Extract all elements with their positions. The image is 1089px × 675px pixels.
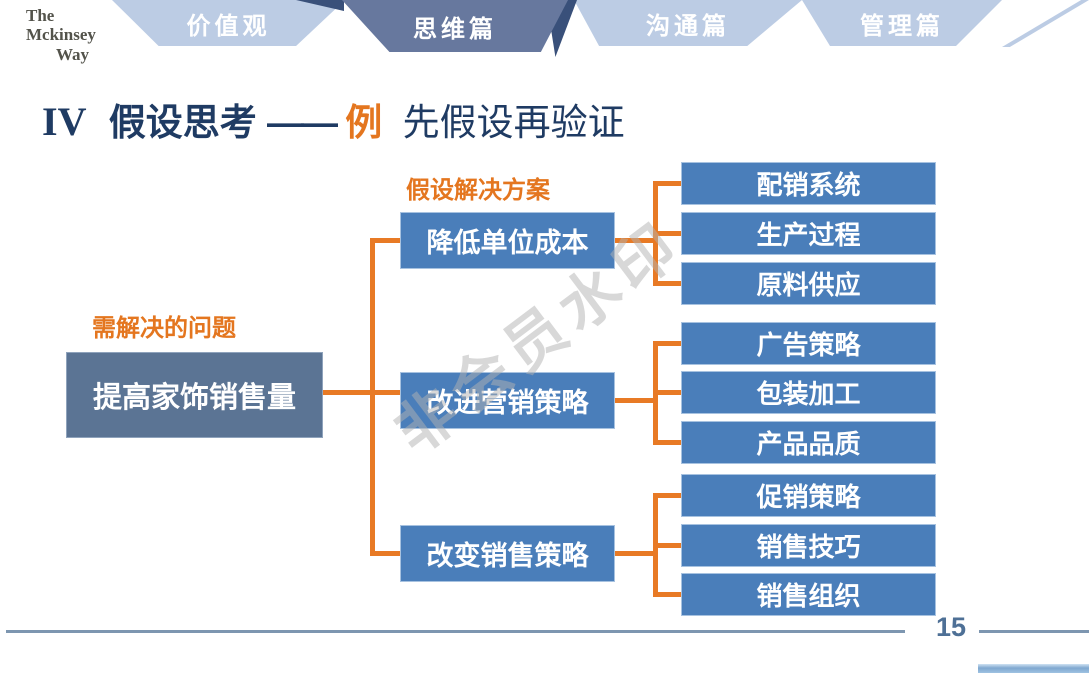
brand-line-2: Mckinsey bbox=[26, 25, 96, 45]
branch-box-improve-marketing: 改进营销策略 bbox=[400, 372, 615, 429]
connector-line bbox=[370, 238, 375, 556]
connector-line bbox=[653, 592, 683, 597]
problem-label: 需解决的问题 bbox=[92, 315, 236, 342]
connector-line bbox=[653, 440, 683, 445]
connector-line bbox=[613, 551, 658, 556]
brand-logo: The Mckinsey Way bbox=[26, 6, 146, 64]
connector-line bbox=[613, 398, 658, 403]
tab-communication-label: 沟通篇 bbox=[646, 12, 730, 40]
corner-accent-bar bbox=[978, 664, 1089, 673]
tab-ghost-outline bbox=[1002, 0, 1089, 47]
branch-box-reduce-unit-cost: 降低单位成本 bbox=[400, 212, 615, 269]
tab-management[interactable]: 管理篇 bbox=[802, 0, 1002, 46]
tab-values[interactable]: 价值观 bbox=[112, 0, 345, 46]
tab-thinking-active[interactable]: 思维篇 bbox=[342, 0, 568, 52]
brand-line-3: Way bbox=[56, 44, 90, 64]
child-box: 配销系统 bbox=[681, 162, 936, 205]
tab-communication[interactable]: 沟通篇 bbox=[574, 0, 802, 46]
child-box: 生产过程 bbox=[681, 212, 936, 255]
footer-rule-left bbox=[6, 630, 905, 633]
child-box: 产品品质 bbox=[681, 421, 936, 464]
child-box: 广告策略 bbox=[681, 322, 936, 365]
connector-line bbox=[370, 238, 402, 243]
connector-line bbox=[321, 390, 402, 395]
solution-label: 假设解决方案 bbox=[406, 177, 550, 204]
problem-box: 提高家饰销售量 bbox=[66, 352, 323, 438]
child-box: 销售技巧 bbox=[681, 524, 936, 567]
tab-thinking-label: 思维篇 bbox=[413, 15, 497, 43]
tab-management-label: 管理篇 bbox=[860, 12, 944, 40]
tab-ribbon-fold-left bbox=[296, 0, 344, 11]
connector-line bbox=[653, 390, 683, 395]
connector-line bbox=[653, 281, 683, 286]
tab-values-label: 价值观 bbox=[186, 12, 271, 40]
footer-rule-right bbox=[979, 630, 1089, 633]
title-example-highlight: 例 bbox=[345, 102, 383, 143]
child-box: 销售组织 bbox=[681, 573, 936, 616]
connector-line bbox=[653, 181, 683, 186]
connector-line bbox=[613, 238, 658, 243]
title-subtitle: 先假设再验证 bbox=[402, 102, 625, 143]
child-box: 促销策略 bbox=[681, 474, 936, 517]
connector-line bbox=[653, 543, 683, 548]
title-dash: —— bbox=[267, 102, 338, 143]
title-numeral: IV bbox=[42, 99, 87, 144]
connector-line bbox=[653, 231, 683, 236]
page-number: 15 bbox=[936, 612, 967, 642]
branch-box-change-sales: 改变销售策略 bbox=[400, 525, 615, 582]
title-main: 假设思考 bbox=[108, 102, 257, 143]
child-box: 原料供应 bbox=[681, 262, 936, 305]
child-box: 包装加工 bbox=[681, 371, 936, 414]
brand-line-1: The bbox=[26, 6, 55, 25]
connector-line bbox=[370, 551, 402, 556]
slide-title: IV 假设思考 —— 例 先假设再验证 bbox=[42, 92, 625, 146]
connector-line bbox=[653, 341, 683, 346]
connector-line bbox=[653, 493, 683, 498]
